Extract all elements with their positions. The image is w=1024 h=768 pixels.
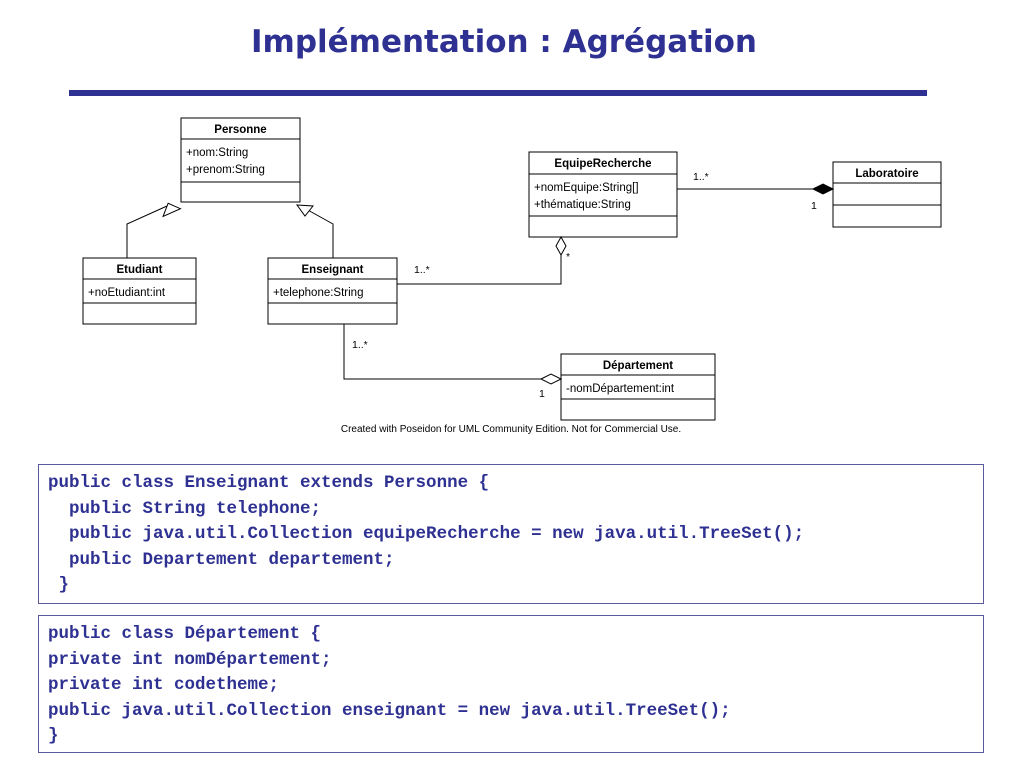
multiplicity-label: 1..* [414,264,430,276]
code-block-departement: public class Département { private int n… [38,615,984,753]
slide-title: Implémentation : Agrégation [250,24,758,60]
attr-personne-nom: +nom:String [186,147,248,159]
association-enseignant-departement [343,324,541,380]
aggregation-diamond-departement [539,373,563,385]
class-personne [180,117,301,203]
attr-enseignant-telephone: +telephone:String [273,287,363,299]
attr-personne-prenom: +prenom:String [186,164,265,176]
code-line: public java.util.Collection equipeRecher… [48,524,805,544]
code-line: public class Enseignant extends Personne… [48,473,490,493]
class-name-departement: Département [603,360,673,372]
aggregation-diamond-equipe [555,235,567,257]
attr-etudiant-no: +noEtudiant:int [88,287,166,299]
attr-equipe-thematique: +thématique:String [534,199,631,211]
attr-equipe-nom: +nomEquipe:String[] [534,182,639,194]
generalization-enseignant [305,208,334,258]
class-equipe-recherche [528,151,678,238]
class-laboratoire [832,161,942,228]
class-name-personne: Personne [214,124,266,136]
code-line: public java.util.Collection enseignant =… [48,700,731,721]
code-line: } [48,575,70,595]
multiplicity-label: 1 [811,200,817,212]
multiplicity-label: 1 [539,388,545,400]
attr-departement-nom: -nomDépartement:int [566,383,675,395]
code-line: public String telephone; [48,498,322,519]
composition-diamond-laboratoire [811,183,835,195]
code-line: public Departement departement; [48,549,395,570]
code-line: } [48,726,59,746]
code-line: public class Département { [48,624,322,644]
inheritance-arrow-left [162,202,182,218]
class-departement [560,353,716,421]
generalization-etudiant [126,205,168,258]
class-name-equipe-recherche: EquipeRecherche [554,158,651,170]
code-block-enseignant: public class Enseignant extends Personne… [38,464,984,604]
inheritance-arrow-right [295,204,314,217]
class-name-laboratoire: Laboratoire [855,168,918,180]
class-name-etudiant: Etudiant [117,264,163,276]
multiplicity-label: 1..* [693,171,709,183]
code-line: private int nomDépartement; [48,649,332,670]
association-enseignant-equipe [397,255,562,285]
class-etudiant [82,257,197,325]
multiplicity-label: * [566,251,570,263]
diagram-footer-note: Created with Poseidon for UML Community … [341,424,681,435]
class-name-enseignant: Enseignant [302,264,364,276]
title-underline [69,90,927,96]
code-line: private int codetheme; [48,675,280,695]
class-enseignant [267,257,398,325]
uml-class-diagram: Personne Etudiant Enseignant EquipeReche… [82,117,942,435]
multiplicity-label: 1..* [352,339,368,351]
